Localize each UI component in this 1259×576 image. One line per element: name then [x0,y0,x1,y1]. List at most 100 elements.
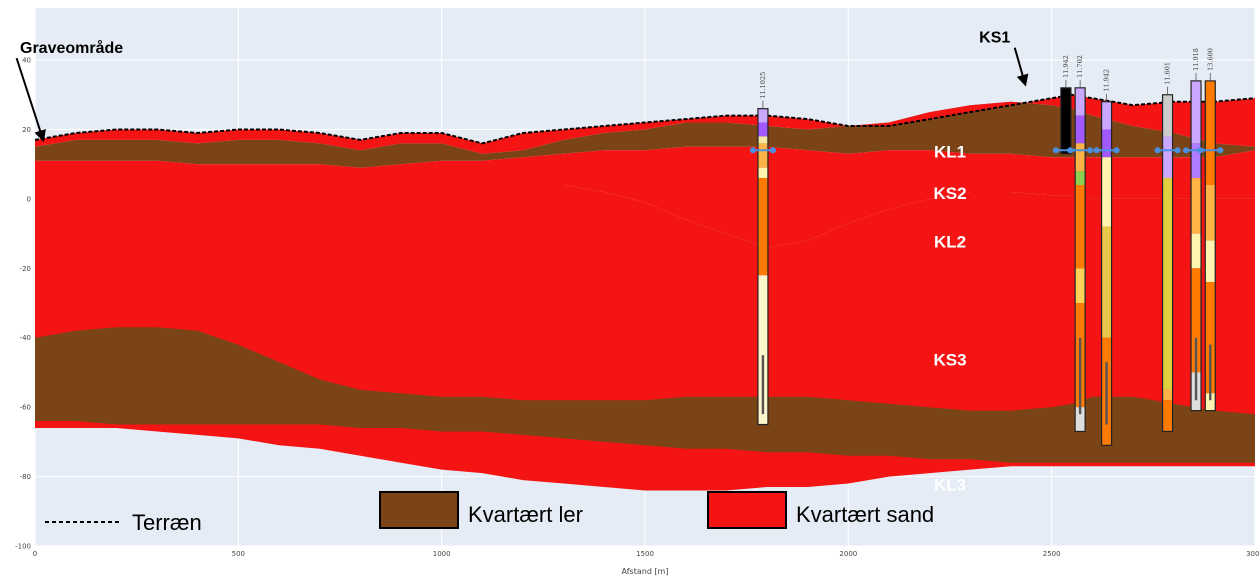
annotation-2: KS1 [979,30,1010,47]
legend-item-2: Kvartært ler [379,491,583,529]
x-tick-label: 3000 [1246,550,1259,558]
borehole-segment [1205,393,1216,411]
x-tick-label: 500 [232,550,245,558]
borehole-screen [1105,362,1108,425]
y-tick-label: 40 [22,57,31,65]
borehole-3: 11.702 [1067,55,1094,433]
water-level-marker [1113,147,1120,154]
borehole-segment [1205,282,1216,394]
borehole-segment [1060,87,1071,154]
borehole-label: 11.942 [1062,55,1070,78]
borehole-segment [1101,226,1112,338]
borehole-screen [1209,344,1212,401]
layer-kl1 [35,101,1255,168]
axis-ticks: 050010001500200025003000-100-80-60-40-20… [15,57,1259,558]
terrain-line [34,93,1256,145]
water-level-marker [1217,147,1224,154]
borehole-7: 13.600 [1197,48,1224,412]
borehole-segment [1075,115,1086,144]
legend-terrain-label: Terræn [132,510,202,535]
borehole-segment [1162,178,1173,390]
x-tick-label: 1500 [636,550,654,558]
borehole-4: 11.942 [1093,69,1120,446]
borehole-5: 11.601 [1154,62,1181,433]
layer-ks1 [35,94,1255,154]
borehole-segment [1162,94,1173,137]
water-level-marker [1154,147,1161,154]
borehole-segment [1075,268,1086,304]
annotation-1: Graveområde [20,39,123,57]
borehole-segment [1162,136,1173,179]
water-level-marker [1093,147,1100,154]
borehole-segment [1075,87,1086,116]
borehole-screen [1078,337,1082,415]
borehole-segment [1191,268,1202,373]
borehole-label: 11.702 [1076,55,1084,78]
borehole-segment [1075,185,1086,269]
borehole-segment [1075,171,1086,186]
borehole-label: 11.601 [1164,62,1172,85]
legend-swatch [379,491,459,529]
borehole-segment [1191,80,1202,144]
legend-label: Kvartært sand [796,502,934,527]
borehole-segment [757,275,768,425]
borehole-segment [1162,400,1173,432]
borehole-segment [757,108,768,123]
x-axis-title: Afstand [m] [622,567,669,576]
borehole-segment [757,136,768,144]
borehole-segment [1101,157,1112,227]
x-tick-label: 2000 [839,550,857,558]
y-tick-label: -80 [20,473,31,481]
water-level-marker [1197,147,1204,154]
water-level-marker [1052,147,1059,154]
label-kl2: KL2 [934,232,966,251]
borehole-segment [757,167,768,179]
legend-item-1: Terræn [45,510,202,535]
borehole-segment [1075,407,1086,432]
water-level-marker [1067,147,1074,154]
water-level-marker [749,147,756,154]
borehole-segment [1162,389,1173,401]
borehole-segment [1191,178,1202,234]
borehole-segment [1101,101,1112,130]
soil-layers [35,94,1255,491]
legend-item-3: Kvartært sand [707,491,934,529]
borehole-label: 11.1025 [759,72,767,99]
y-tick-label: -100 [15,543,31,551]
annotation-arrow [1013,47,1029,87]
annotations: Graveområde KS1 [15,30,1029,143]
water-level-marker [769,147,776,154]
borehole-segment [1101,129,1112,158]
y-tick-label: -40 [20,334,31,342]
boreholes: 11.1025 11.942 11.702 11.942 11.601 11.918 13.… [749,48,1224,446]
borehole-segment [757,178,768,276]
x-tick-label: 0 [33,550,37,558]
borehole-label: 13.600 [1206,48,1214,71]
borehole-segment [1191,233,1202,269]
water-level-marker [1087,147,1094,154]
label-ks3: KS3 [933,351,966,370]
borehole-label: 11.918 [1192,48,1200,71]
label-kl1: KL1 [934,142,966,161]
layer-kl3 [35,327,1255,463]
legend-label: Kvartært ler [468,502,583,527]
borehole-segment [1205,80,1216,186]
borehole-6: 11.918 [1183,48,1210,412]
borehole-segment [1205,240,1216,283]
label-kl3: KL3 [934,475,966,494]
borehole-segment [757,143,768,168]
borehole-segment [1075,143,1086,172]
legend-swatch [707,491,787,529]
y-tick-label: -20 [20,265,31,273]
borehole-screen [761,355,765,415]
y-tick-label: 20 [22,126,31,134]
x-tick-label: 1000 [433,550,451,558]
borehole-label: 11.942 [1103,69,1111,92]
borehole-1: 11.1025 [749,72,776,426]
water-level-marker [1174,147,1181,154]
borehole-screen [1194,337,1198,401]
borehole-segment [757,122,768,137]
legend: Terræn Kvartært ler Kvartært sand [45,491,934,535]
